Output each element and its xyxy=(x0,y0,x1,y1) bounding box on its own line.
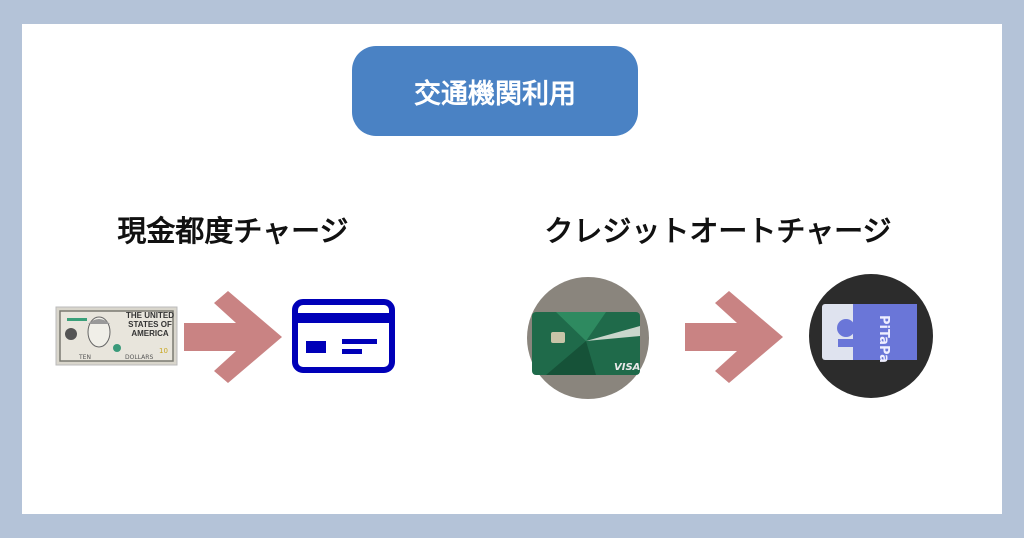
bill-value-text: 10 xyxy=(159,347,168,355)
visa-text: VISA xyxy=(614,362,640,373)
banknote-icon: TEN DOLLARS 10 xyxy=(55,306,178,366)
title-text: 交通機関利用 xyxy=(414,78,576,110)
credit-card-photo: VISA xyxy=(527,277,649,399)
left-heading: 現金都度チャージ xyxy=(117,214,349,248)
bill-top-text: THE UNITED STATES OF AMERICA xyxy=(126,311,174,338)
bill-dollars-text: DOLLARS xyxy=(125,354,153,361)
right-heading: クレジットオートチャージ xyxy=(544,214,892,248)
bill-ten-text: TEN xyxy=(78,354,91,361)
pitapa-text: PiTaPa xyxy=(876,315,891,363)
arrow-right-icon xyxy=(685,291,783,383)
ic-card-icon xyxy=(292,299,395,373)
pitapa-card-photo: PiTaPa xyxy=(809,274,933,398)
arrow-right-icon xyxy=(184,291,282,383)
title-badge: 交通機関利用 xyxy=(352,46,638,136)
